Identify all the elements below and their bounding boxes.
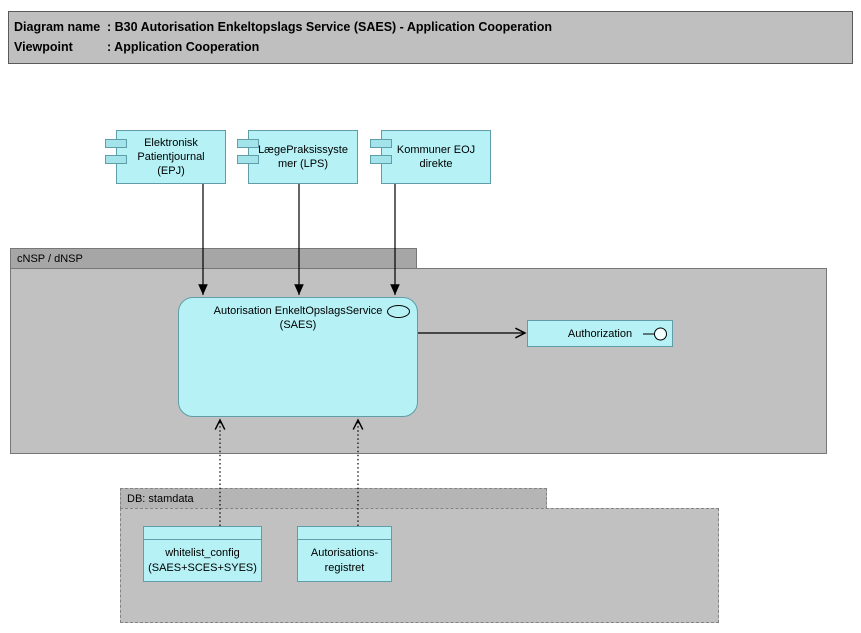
service-saes-label: Autorisation EnkeltOpslagsService (SAES) bbox=[213, 305, 383, 332]
group-body-cnsp-dnsp[interactable] bbox=[10, 268, 827, 454]
component-kommuner-eoj-label: Kommuner EOJ direkte bbox=[396, 143, 476, 170]
component-icon bbox=[370, 155, 392, 164]
interface-authorization[interactable]: Authorization bbox=[527, 320, 673, 347]
title-bar: Diagram name : B30 Autorisation Enkeltops… bbox=[8, 11, 853, 64]
diagram-name-value: : B30 Autorisation Enkeltopslags Service… bbox=[107, 20, 552, 34]
data-object-whitelist-config[interactable]: whitelist_config (SAES+SCES+SYES) bbox=[143, 526, 262, 582]
group-label-db-stamdata: DB: stamdata bbox=[127, 492, 194, 505]
component-lps[interactable]: LægePraksissyste mer (LPS) bbox=[237, 130, 358, 184]
group-tab-cnsp-dnsp[interactable]: cNSP / dNSP bbox=[10, 248, 417, 269]
title-row-diagram-name: Diagram name : B30 Autorisation Enkeltops… bbox=[14, 17, 846, 37]
service-saes[interactable]: Autorisation EnkeltOpslagsService (SAES) bbox=[178, 297, 418, 417]
component-icon bbox=[105, 139, 127, 148]
data-object-autorisationsregistret-label: Autorisations- registret bbox=[310, 546, 379, 574]
component-lps-label: LægePraksissyste mer (LPS) bbox=[258, 143, 348, 170]
viewpoint-label: Viewpoint bbox=[14, 40, 73, 54]
diagram-name-label: Diagram name bbox=[14, 20, 101, 34]
component-icon bbox=[105, 155, 127, 164]
component-icon bbox=[237, 155, 259, 164]
viewpoint-value: : Application Cooperation bbox=[107, 40, 260, 54]
title-row-viewpoint: Viewpoint : Application Cooperation bbox=[14, 37, 846, 57]
data-object-autorisationsregistret[interactable]: Autorisations- registret bbox=[297, 526, 392, 582]
group-tab-db-stamdata[interactable]: DB: stamdata bbox=[120, 488, 547, 509]
application-service-oval-icon bbox=[387, 305, 410, 318]
data-object-band-icon bbox=[298, 527, 391, 540]
interface-lollipop-icon bbox=[643, 327, 667, 340]
component-epj[interactable]: Elektronisk Patientjournal (EPJ) bbox=[105, 130, 226, 184]
data-object-whitelist-label: whitelist_config (SAES+SCES+SYES) bbox=[148, 546, 257, 574]
component-epj-label: Elektronisk Patientjournal (EPJ) bbox=[137, 136, 205, 178]
component-icon bbox=[370, 139, 392, 148]
interface-authorization-label: Authorization bbox=[567, 327, 633, 340]
group-label-cnsp-dnsp: cNSP / dNSP bbox=[17, 252, 83, 265]
component-icon bbox=[237, 139, 259, 148]
data-object-band-icon bbox=[144, 527, 261, 540]
component-kommuner-eoj[interactable]: Kommuner EOJ direkte bbox=[370, 130, 491, 184]
